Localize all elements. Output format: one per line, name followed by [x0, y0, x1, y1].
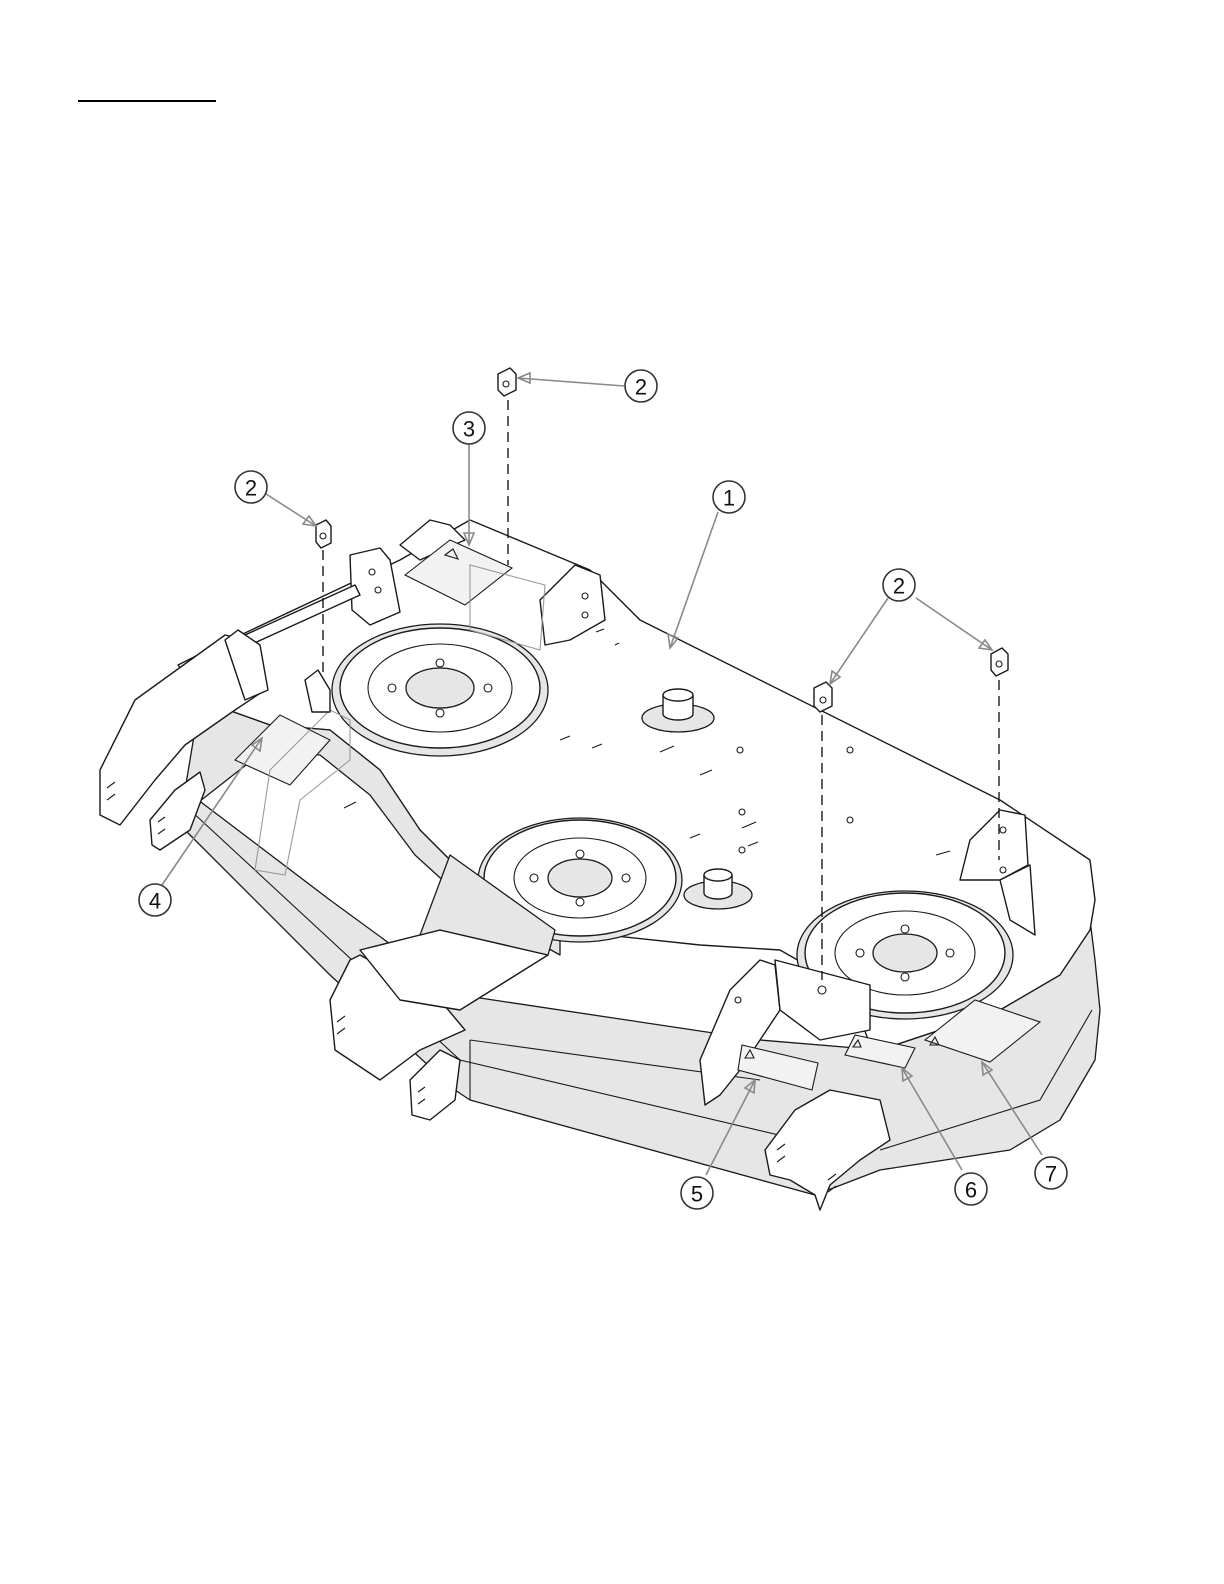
callout-label-2-right: 2: [893, 574, 905, 599]
callout-label-3: 3: [463, 417, 475, 442]
callout-balloon-2-right: 2: [883, 569, 915, 601]
clip-fastener-mid-right: [814, 682, 832, 712]
callout-label-1: 1: [723, 486, 735, 511]
callout-label-2-top: 2: [635, 375, 647, 400]
left-spindle-hub: [332, 624, 548, 756]
callout-balloon-2-top: 2: [625, 370, 657, 402]
callout-balloon-7: 7: [1035, 1157, 1067, 1189]
callout-label-7: 7: [1045, 1162, 1057, 1187]
callout-balloon-1: 1: [713, 481, 745, 513]
callout-label-6: 6: [965, 1178, 977, 1203]
clip-fastener-far-right: [991, 648, 1008, 676]
callout-balloon-3: 3: [453, 412, 485, 444]
callout-balloon-2-left: 2: [235, 471, 267, 503]
callout-label-5: 5: [691, 1182, 703, 1207]
callout-balloon-6: 6: [955, 1173, 987, 1205]
callout-balloon-4: 4: [139, 884, 171, 916]
clip-fastener-left: [316, 520, 331, 548]
callout-balloon-5: 5: [681, 1177, 713, 1209]
callout-label-4: 4: [149, 889, 161, 914]
clip-fastener-top: [498, 368, 516, 396]
callout-label-2-left: 2: [245, 476, 257, 501]
